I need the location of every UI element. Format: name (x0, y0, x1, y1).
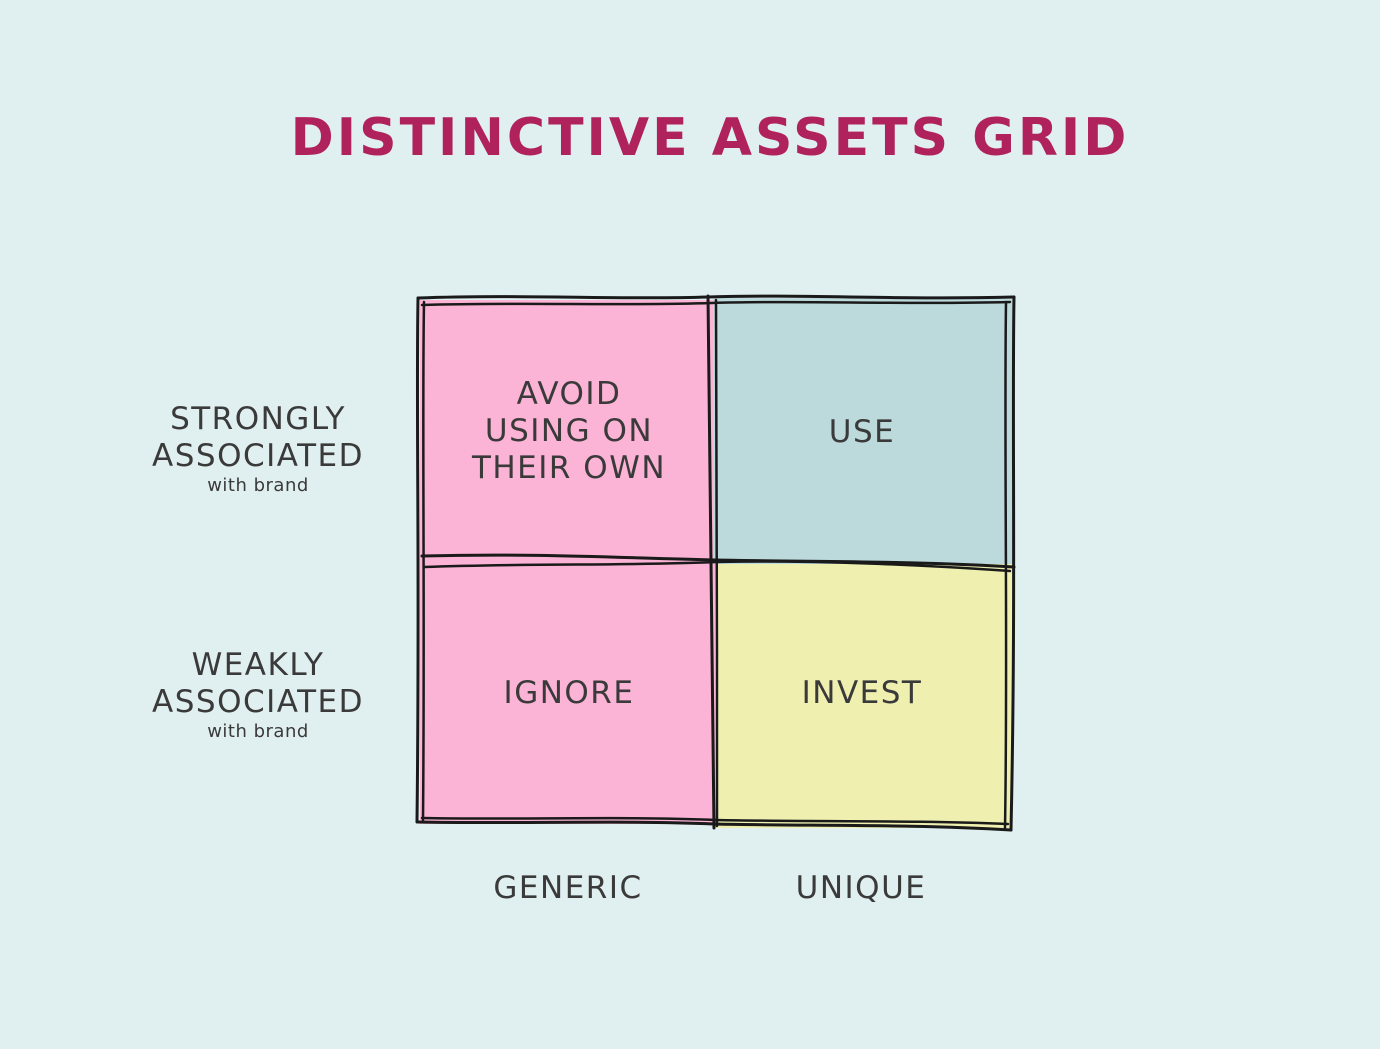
column-label-unique: UNIQUE (795, 870, 927, 906)
cell-bottom-left-fill (420, 560, 715, 824)
cell-top-right-fill (713, 298, 1013, 564)
column-label-generic: GENERIC (493, 870, 643, 906)
cell-bottom-right-fill (715, 564, 1011, 828)
cell-avoid-label: AVOID USING ON THEIR OWN (471, 375, 667, 486)
row-label-weakly-sub: with brand (207, 721, 309, 742)
cell-invest-label: INVEST (801, 674, 923, 711)
sketch-lines (415, 294, 1016, 832)
row-label-weakly: WEAKLY ASSOCIATED with brand (138, 647, 378, 743)
cell-ignore-label: IGNORE (503, 674, 635, 711)
cell-use-label: USE (828, 414, 896, 450)
cell-top-left-fill (420, 300, 715, 560)
row-label-strongly-sub: with brand (207, 475, 309, 496)
row-label-strongly-main: STRONGLY ASSOCIATED (152, 401, 364, 474)
row-label-weakly-main: WEAKLY ASSOCIATED (152, 647, 364, 720)
row-label-strongly: STRONGLY ASSOCIATED with brand (138, 401, 378, 497)
diagram-title: DISTINCTIVE ASSETS GRID (290, 108, 1130, 168)
